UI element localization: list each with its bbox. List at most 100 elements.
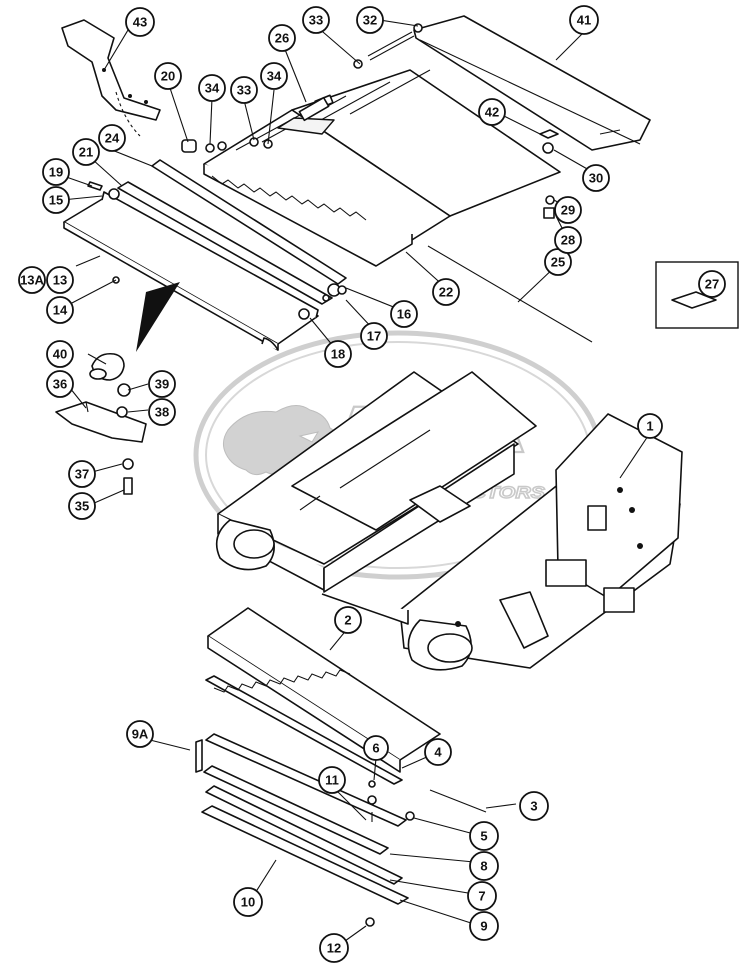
callout-16: 16: [390, 300, 418, 328]
svg-text:39: 39: [155, 377, 169, 392]
callout-10: 10: [233, 887, 263, 917]
svg-text:2: 2: [344, 613, 351, 628]
callout-22: 22: [432, 278, 460, 306]
callout-34a: 34: [198, 74, 226, 102]
callout-5: 5: [469, 821, 499, 851]
pointer-arrow: [136, 282, 180, 352]
callout-13: 13: [46, 266, 74, 294]
svg-text:1: 1: [646, 419, 653, 434]
callout-9A: 9A: [126, 720, 154, 748]
svg-text:43: 43: [133, 15, 147, 30]
svg-text:22: 22: [439, 285, 453, 300]
callout-17: 17: [360, 322, 388, 350]
callout-34b: 34: [260, 62, 288, 90]
svg-text:8: 8: [480, 859, 487, 874]
part-24-strip: [117, 159, 347, 305]
svg-text:17: 17: [367, 329, 381, 344]
callout-4: 4: [424, 738, 452, 766]
callout-32: 32: [356, 6, 384, 34]
part-27-decal: [655, 261, 739, 329]
svg-text:32: 32: [363, 13, 377, 28]
callout-36: 36: [46, 370, 74, 398]
callout-3: 3: [519, 791, 549, 821]
callout-25: 25: [544, 248, 572, 276]
part-1-frame: [215, 371, 683, 671]
callout-21: 21: [72, 138, 100, 166]
callout-43: 43: [125, 7, 155, 37]
callout-42: 42: [478, 98, 506, 126]
svg-text:24: 24: [105, 131, 120, 146]
svg-text:4: 4: [434, 745, 442, 760]
svg-text:42: 42: [485, 105, 499, 120]
callout-19: 19: [42, 158, 70, 186]
svg-text:40: 40: [53, 347, 67, 362]
callout-39: 39: [148, 370, 176, 398]
callout-26: 26: [268, 24, 296, 52]
svg-text:41: 41: [577, 13, 591, 28]
svg-text:30: 30: [589, 171, 603, 186]
callout-2: 2: [334, 606, 362, 634]
callout-18: 18: [324, 340, 352, 368]
svg-text:12: 12: [327, 941, 341, 956]
svg-text:38: 38: [155, 405, 169, 420]
svg-text:33: 33: [309, 13, 323, 28]
callout-11: 11: [318, 766, 346, 794]
callout-7: 7: [467, 881, 497, 911]
lower-strips: [195, 733, 487, 927]
callout-24: 24: [98, 124, 126, 152]
svg-text:29: 29: [561, 203, 575, 218]
callout-14: 14: [46, 296, 74, 324]
svg-text:20: 20: [161, 69, 175, 84]
svg-text:34: 34: [205, 81, 220, 96]
callout-6: 6: [363, 735, 389, 761]
callout-27: 27: [698, 270, 726, 298]
svg-text:33: 33: [237, 83, 251, 98]
svg-text:34: 34: [267, 69, 282, 84]
svg-text:36: 36: [53, 377, 67, 392]
svg-text:9: 9: [480, 919, 487, 934]
svg-text:3: 3: [530, 799, 537, 814]
part-41-shield: [413, 15, 651, 151]
svg-text:10: 10: [241, 895, 255, 910]
svg-text:13: 13: [53, 273, 67, 288]
callout-33b: 33: [230, 76, 258, 104]
hardware-top: [87, 23, 593, 343]
callout-13A: 13A: [18, 266, 46, 294]
callout-30: 30: [582, 164, 610, 192]
svg-text:15: 15: [49, 193, 63, 208]
callout-33a: 33: [302, 6, 330, 34]
callout-9: 9: [469, 911, 499, 941]
svg-text:11: 11: [325, 773, 339, 788]
callout-15: 15: [42, 186, 70, 214]
part-43-bracket: [61, 19, 161, 137]
svg-text:19: 19: [49, 165, 63, 180]
svg-text:5: 5: [480, 829, 487, 844]
callout-12: 12: [319, 933, 349, 963]
callout-29: 29: [554, 196, 582, 224]
callout-28: 28: [554, 226, 582, 254]
callout-20: 20: [154, 62, 182, 90]
svg-text:16: 16: [397, 307, 411, 322]
part-22-upper-pan: [203, 69, 561, 267]
callout-40: 40: [46, 340, 74, 368]
svg-text:6: 6: [372, 741, 379, 756]
svg-text:18: 18: [331, 347, 345, 362]
svg-text:14: 14: [53, 303, 68, 318]
callout-38: 38: [148, 398, 176, 426]
callout-37: 37: [68, 460, 96, 488]
svg-text:7: 7: [478, 889, 485, 904]
callout-41: 41: [569, 5, 599, 35]
svg-text:28: 28: [561, 233, 575, 248]
svg-text:13A: 13A: [20, 273, 44, 288]
svg-text:37: 37: [75, 467, 89, 482]
svg-text:25: 25: [551, 255, 565, 270]
part-2-lower-pan: [205, 607, 441, 785]
callout-1: 1: [637, 413, 663, 439]
svg-text:35: 35: [75, 499, 89, 514]
callout-8: 8: [469, 851, 499, 881]
svg-text:26: 26: [275, 31, 289, 46]
svg-text:9A: 9A: [132, 727, 149, 742]
svg-text:21: 21: [79, 145, 93, 160]
callout-35: 35: [68, 492, 96, 520]
